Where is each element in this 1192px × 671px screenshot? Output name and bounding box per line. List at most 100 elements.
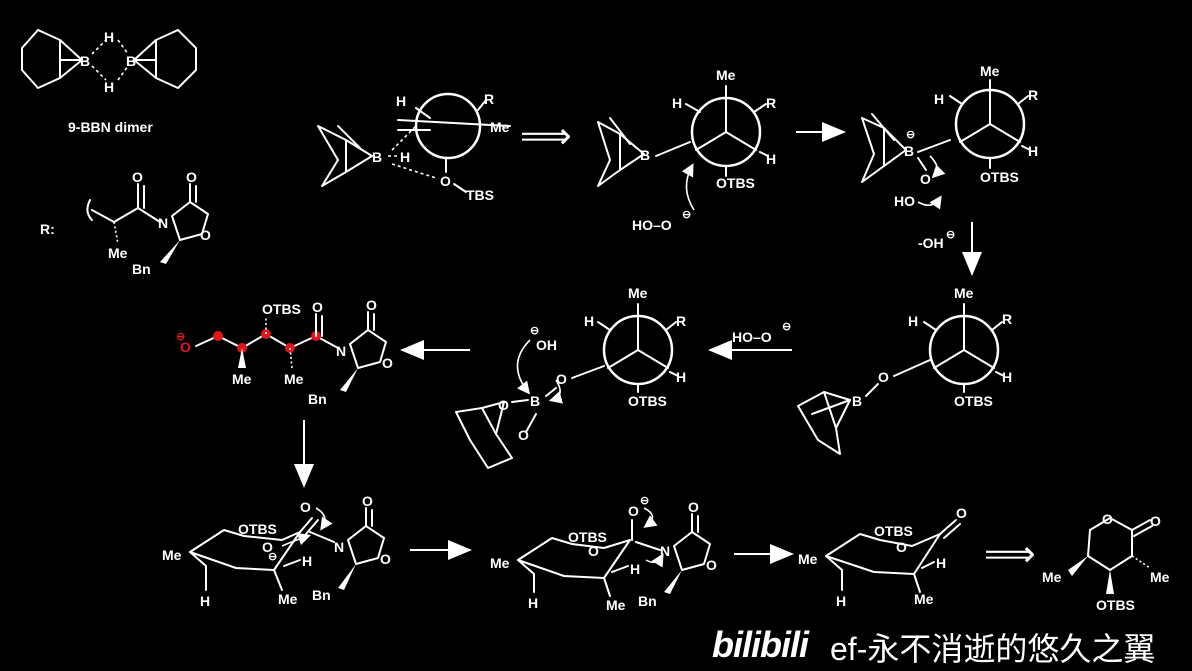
- hydroxide-label: -OH: [918, 235, 944, 251]
- boron-label: B: [80, 53, 90, 69]
- negative-charge: ⊖: [176, 331, 185, 343]
- oxygen-label: O: [300, 499, 311, 515]
- alkoxide-open-chain: O ⊖ OTBS Me Me O N O O Bn: [176, 297, 393, 407]
- otbs-label: OTBS: [238, 521, 277, 537]
- r-substituent-label: R: [766, 95, 776, 111]
- oxygen-label: O: [312, 299, 323, 315]
- hydrogen-label: H: [200, 593, 210, 609]
- otbs-label: OTBS: [980, 169, 1019, 185]
- alkoxide-label: O: [262, 539, 273, 555]
- hydrogen-label: H: [584, 313, 594, 329]
- cyclization-chair: Me H OTBS O ⊖ Me H O N O O Bn: [162, 493, 391, 609]
- boron-label: B: [530, 393, 540, 409]
- final-lactone: O O Me Me OTBS: [1042, 511, 1170, 613]
- alkoxide-label: O: [180, 339, 191, 355]
- bbn-dimer: B B H H 9-BBN dimer: [21, 29, 197, 135]
- hydride-label: H: [104, 29, 114, 45]
- oxygen-label: O: [498, 397, 509, 413]
- hydrogen-label: H: [936, 555, 946, 571]
- dimer-caption: 9-BBN dimer: [68, 119, 153, 135]
- hydrogen-label: H: [1002, 369, 1012, 385]
- retro-arrow: ⟹: [520, 115, 572, 156]
- hydroperoxide-label: HO–O: [732, 329, 772, 345]
- methyl-label: Me: [108, 245, 128, 261]
- hydrogen-label: H: [836, 593, 846, 609]
- ring-oxygen-label: O: [588, 543, 599, 559]
- methyl-label: Me: [628, 285, 648, 301]
- methyl-label: Me: [232, 371, 252, 387]
- nitrogen-label: N: [336, 343, 346, 359]
- methyl-label: Me: [980, 63, 1000, 79]
- r-substituent-label: R: [676, 313, 686, 329]
- boron-label: B: [126, 53, 136, 69]
- hydride-label: H: [104, 79, 114, 95]
- boron-label: B: [852, 393, 862, 409]
- methyl-label: Me: [954, 285, 974, 301]
- hydrogen-label: H: [528, 595, 538, 611]
- otbs-label: OTBS: [568, 529, 607, 545]
- negative-charge: ⊖: [640, 495, 649, 507]
- methyl-label: Me: [798, 551, 818, 567]
- borate-newman: B ⊖ O HO Me H R H OTBS: [861, 63, 1038, 210]
- hydrogen-label: H: [302, 553, 312, 569]
- boron-label: B: [904, 143, 914, 159]
- otbs-label: OTBS: [262, 301, 301, 317]
- nitrogen-label: N: [660, 543, 670, 559]
- methyl-label: Me: [284, 371, 304, 387]
- oxygen-label: O: [132, 169, 143, 185]
- hydrogen-label: H: [676, 369, 686, 385]
- hydroxyl-label: HO: [894, 193, 915, 209]
- ring-oxygen-label: O: [1102, 511, 1113, 527]
- hydride-label: H: [400, 149, 410, 165]
- hydrogen-label: H: [766, 151, 776, 167]
- negative-charge: ⊖: [682, 209, 691, 221]
- ring-oxygen-label: O: [896, 539, 907, 555]
- oxygen-label: O: [380, 551, 391, 567]
- otbs-label: OTBS: [1096, 597, 1135, 613]
- methyl-label: Me: [914, 591, 934, 607]
- hydroboration-transition-state: B H H R Me O TBS: [317, 91, 511, 203]
- r-label: R:: [40, 221, 55, 237]
- negative-charge: ⊖: [268, 551, 277, 563]
- alkylborane-newman: B Me H R H OTBS HO–O ⊖: [597, 67, 776, 233]
- oxygen-label: O: [878, 369, 889, 385]
- oxygen-label: O: [362, 493, 373, 509]
- methyl-label: Me: [490, 119, 510, 135]
- hydrogen-label: H: [934, 91, 944, 107]
- otbs-label: OTBS: [874, 523, 913, 539]
- oxygen-label: O: [556, 371, 567, 387]
- uploader-watermark: ef-永不消逝的悠久之翼: [830, 631, 1156, 667]
- negative-charge: ⊖: [906, 129, 915, 141]
- r-group-definition: R: Me O N O O Bn: [40, 169, 211, 277]
- negative-charge: ⊖: [530, 325, 539, 337]
- benzyl-label: Bn: [312, 587, 331, 603]
- hydroxide-label: OH: [536, 337, 557, 353]
- methyl-label: Me: [1042, 569, 1062, 585]
- boron-label: B: [640, 147, 650, 163]
- hydrogen-label: H: [396, 93, 406, 109]
- otbs-label: OTBS: [628, 393, 667, 409]
- oxygen-label: O: [688, 499, 699, 515]
- tbs-label: TBS: [466, 187, 494, 203]
- methyl-label: Me: [278, 591, 298, 607]
- methyl-label: Me: [716, 67, 736, 83]
- r-substituent-label: R: [1028, 87, 1038, 103]
- boronate-newman: O O B O OH ⊖ Me H R H OTBS: [455, 285, 686, 469]
- otbs-label: OTBS: [716, 175, 755, 191]
- oxygen-label: O: [518, 427, 529, 443]
- benzyl-label: Bn: [308, 391, 327, 407]
- lactone-chair: Me H OTBS O O Me H: [798, 505, 967, 609]
- hydrogen-label: H: [1028, 143, 1038, 159]
- oxygen-label: O: [186, 169, 197, 185]
- r-substituent-label: R: [484, 91, 494, 107]
- borinate-newman: B O Me H R H OTBS: [797, 285, 1012, 455]
- oxygen-label: O: [382, 355, 393, 371]
- benzyl-label: Bn: [638, 593, 657, 609]
- methyl-label: Me: [490, 555, 510, 571]
- r-substituent-label: R: [1002, 311, 1012, 327]
- oxygen-label: O: [366, 297, 377, 313]
- tetrahedral-intermediate: Me H OTBS O Me H O ⊖ N O O Bn: [490, 495, 717, 613]
- retro-arrow: ⟹: [984, 533, 1036, 574]
- oxygen-label: O: [956, 505, 967, 521]
